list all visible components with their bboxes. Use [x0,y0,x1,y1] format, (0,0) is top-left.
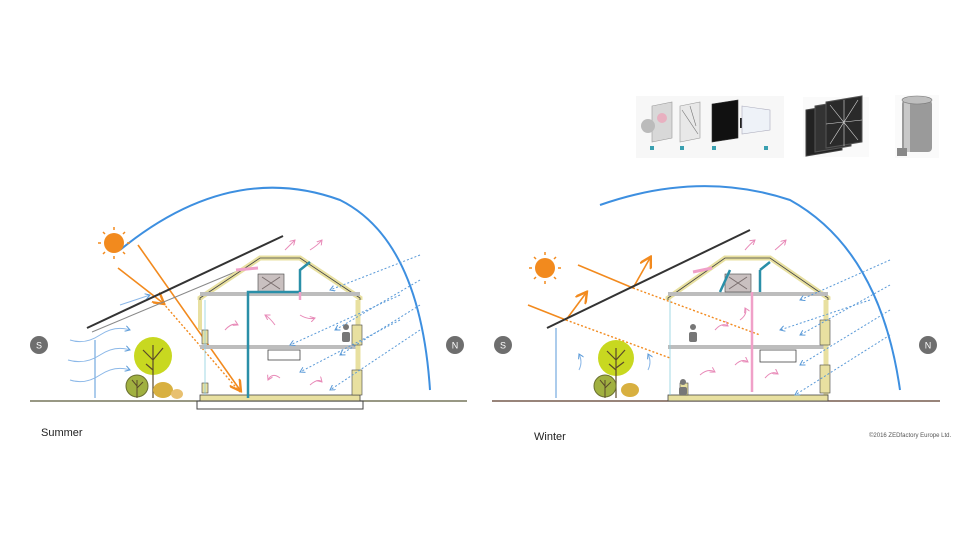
sun-ray [577,264,634,289]
winter-panel: S N [492,185,940,402]
person-icon [679,379,687,395]
bush [621,383,639,397]
sun-ray-dotted [632,287,761,336]
supply-duct [718,261,771,293]
north-label: N [925,341,932,351]
breeze-arrows [67,295,150,383]
south-label: S [500,341,506,351]
sky-arc [119,186,431,391]
north-marker [446,336,464,354]
person-icon [342,324,350,342]
cold-air-arrows [290,254,421,390]
tree-large [598,340,634,398]
bush [153,382,183,399]
tree-small [593,374,617,398]
south-label: S [36,341,42,351]
breeze-arrows [579,354,650,371]
south-marker [30,336,48,354]
solar-roof [546,229,751,329]
sun-ray [137,244,240,390]
radiator [759,349,797,363]
stage-markers [650,146,768,150]
person-icon [689,324,697,342]
solar-roof [86,235,284,329]
winter-caption: Winter [534,431,566,443]
sun-icon [98,227,130,259]
sun-icon [529,252,561,284]
tree-large [134,337,172,398]
house-winter [665,255,831,402]
radiator [267,349,301,361]
sun-ray [565,293,586,321]
warm-air-arrows [699,240,786,379]
sun-ray [527,304,567,321]
filter-layer [741,105,771,135]
extract-duct [692,266,713,274]
cold-air-arrows [780,259,891,395]
filter-stages-image [636,96,784,158]
summer-panel: S N [30,186,467,410]
tree-small [125,374,149,398]
north-label: N [452,341,459,351]
sky-arc [599,185,901,391]
copyright-notice: ©2016 ZEDfactory Europe Ltd. [869,433,952,439]
carbon-filter-image [803,95,869,157]
house-summer [196,255,364,410]
duct-silencer-image [895,95,939,158]
sun-ray [117,267,163,303]
sun-ray [632,258,650,289]
sun-ray-dotted [565,319,671,359]
south-marker [494,336,512,354]
north-marker [919,336,937,354]
extract-duct [235,266,259,272]
filter-layer [641,101,673,143]
roof-shade [91,269,241,333]
warm-air-arrows [224,240,322,386]
filter-layer [679,101,701,143]
summer-caption: Summer [41,427,83,439]
